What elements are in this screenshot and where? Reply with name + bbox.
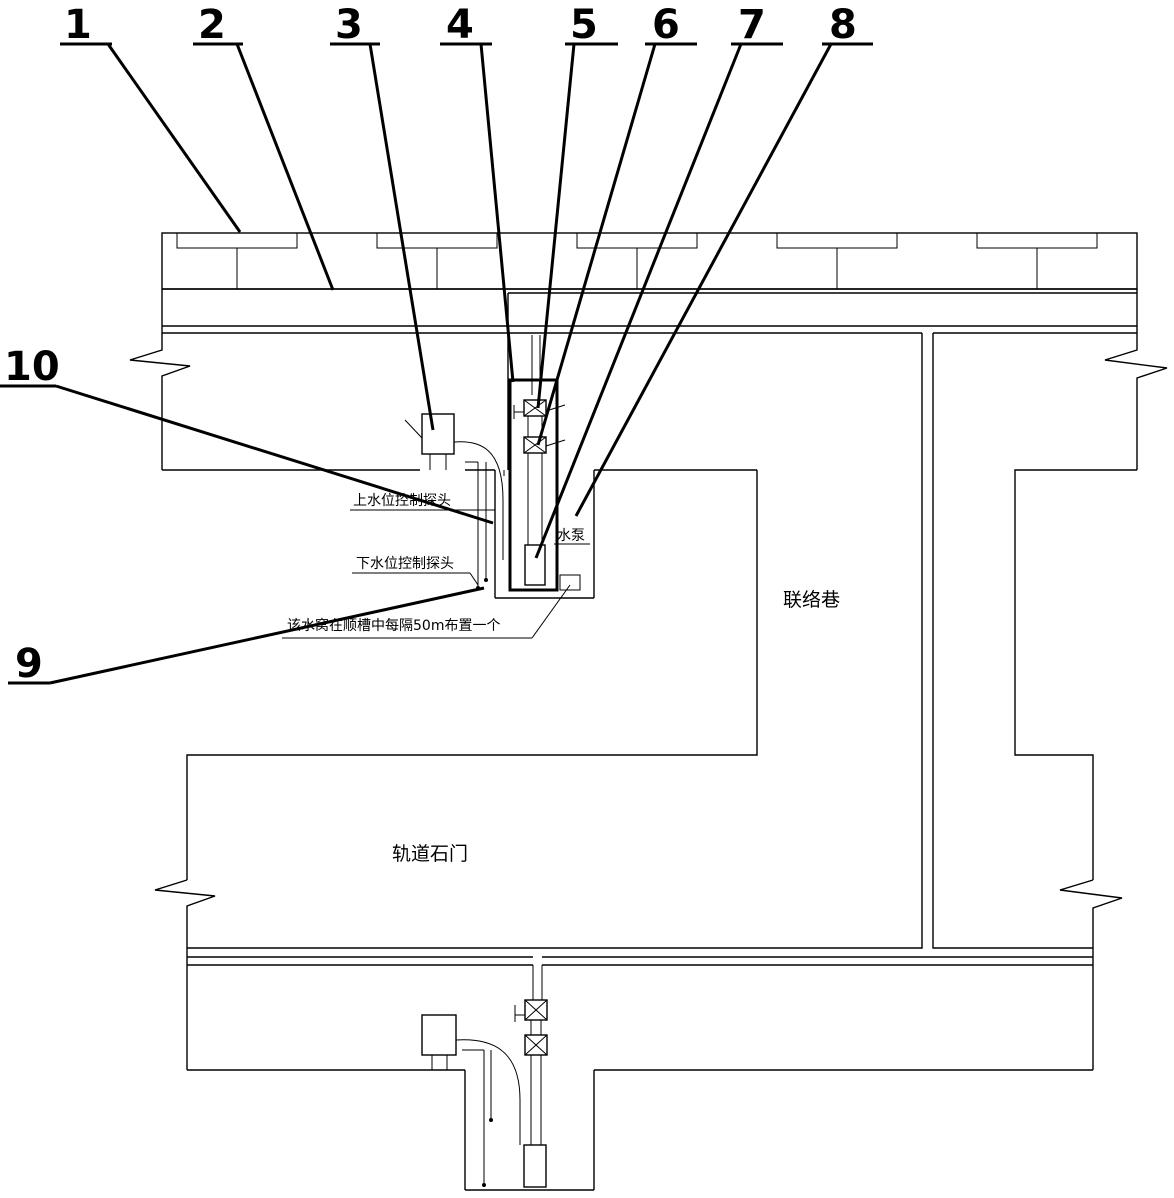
break-line-left-bottom [154, 879, 216, 948]
break-line-right-bottom [1059, 879, 1123, 948]
svg-text:下水位控制探头: 下水位控制探头 [356, 556, 454, 572]
upper-probe-label: 上水位控制探头 [350, 493, 495, 511]
pit-note-label: 该水窝在顺槽中每隔50m布置一个 [282, 584, 571, 639]
svg-text:2: 2 [198, 2, 226, 48]
svg-text:1: 1 [64, 2, 92, 48]
callout-4: 4 [440, 2, 515, 383]
svg-text:上水位控制探头: 上水位控制探头 [353, 493, 451, 509]
top-roadway [161, 232, 1138, 334]
callout-9: 9 [8, 586, 485, 687]
svg-text:5: 5 [570, 2, 598, 48]
svg-text:6: 6 [652, 2, 680, 48]
svg-text:9: 9 [15, 641, 43, 687]
pump-label: 水泵 [554, 528, 590, 545]
svg-text:7: 7 [738, 2, 766, 48]
callout-5: 5 [536, 2, 618, 409]
callout-6: 6 [536, 2, 697, 446]
svg-text:水泵: 水泵 [557, 528, 585, 544]
callout-8: 8 [574, 2, 873, 517]
callout-3: 3 [330, 2, 435, 431]
callout-7: 7 [534, 2, 783, 559]
callout-1: 1 [60, 2, 242, 233]
sump-pit-upper [404, 335, 757, 599]
connecting-roadway-wall [186, 470, 758, 880]
svg-text:8: 8 [829, 2, 857, 48]
svg-text:该水窝在顺槽中每隔50m布置一个: 该水窝在顺槽中每隔50m布置一个 [287, 617, 500, 634]
break-line-right-top [1104, 289, 1168, 470]
break-line-left-top [129, 289, 191, 470]
callout-2: 2 [193, 2, 335, 291]
track-crosscut-label: 轨道石门 [392, 843, 468, 865]
svg-text:10: 10 [4, 344, 60, 390]
lower-probe-label: 下水位控制探头 [352, 556, 479, 586]
bottom-roadway [186, 948, 1094, 1191]
connecting-roadway-label: 联络巷 [783, 589, 840, 611]
svg-text:3: 3 [335, 2, 363, 48]
callout-10: 10 [0, 344, 494, 525]
svg-text:4: 4 [446, 2, 474, 48]
drain-slabs [176, 233, 1098, 289]
